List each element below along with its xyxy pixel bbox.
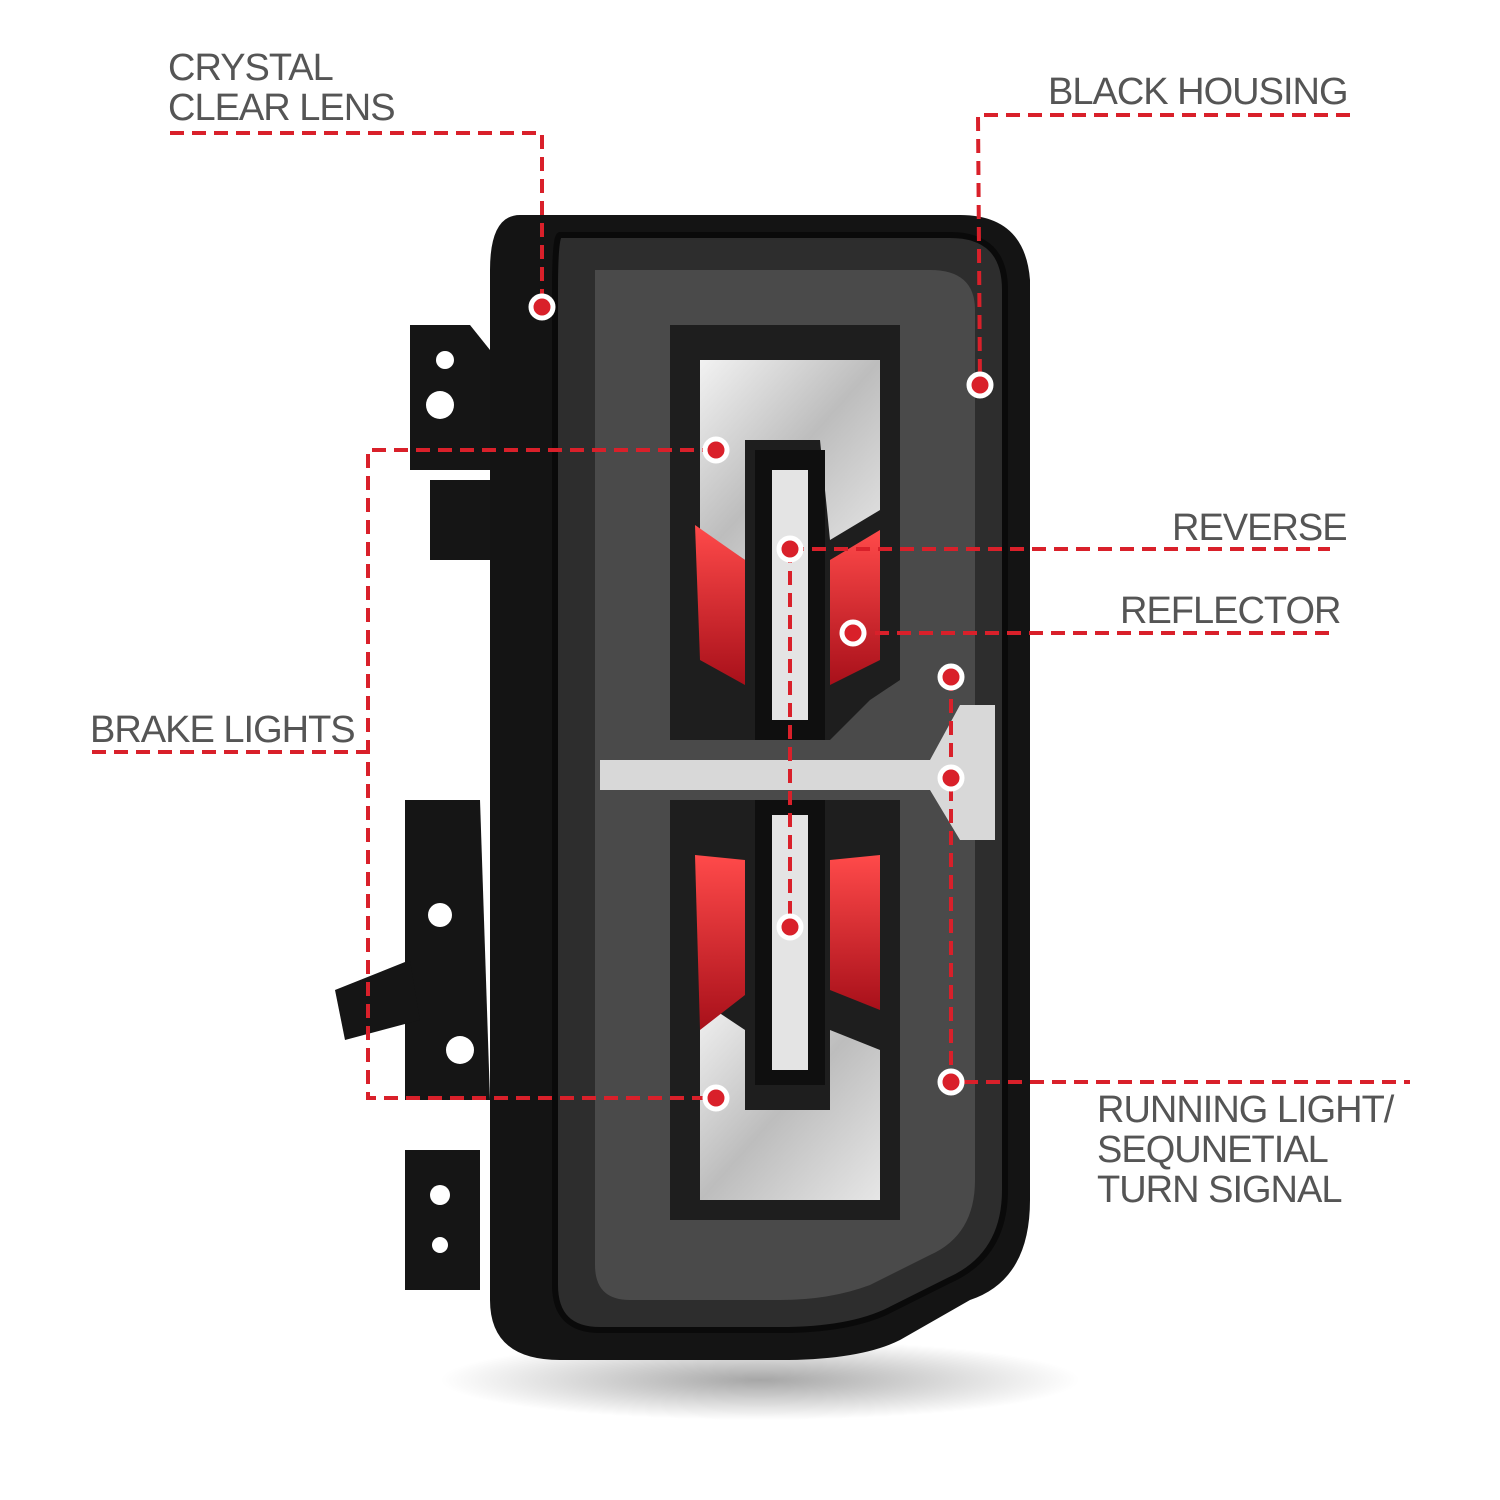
label-black-housing: BLACK HOUSING bbox=[1048, 71, 1349, 113]
callout-dots bbox=[528, 293, 994, 1112]
bracket-holes bbox=[426, 351, 474, 1253]
label-line: CRYSTAL bbox=[168, 47, 334, 89]
label-reflector: REFLECTOR bbox=[1120, 590, 1341, 632]
leader-crystal-clear-lens bbox=[170, 131, 544, 307]
label-brake-lights: BRAKE LIGHTS bbox=[90, 709, 356, 751]
label-running-light: RUNNING LIGHT/ SEQUNETIAL TURN SIGNAL bbox=[1097, 1089, 1394, 1211]
lower-reflector-right bbox=[830, 855, 880, 1010]
lower-reflector-left bbox=[695, 855, 745, 1030]
upper-reflector-right bbox=[830, 530, 880, 685]
upper-reflector-left bbox=[695, 525, 745, 685]
label-line: CLEAR LENS bbox=[168, 87, 396, 129]
running-light-bar bbox=[600, 705, 995, 840]
leader-brake-lights bbox=[366, 448, 716, 1100]
label-reverse: REVERSE bbox=[1172, 507, 1348, 549]
label-line: TURN SIGNAL bbox=[1097, 1169, 1342, 1211]
label-line: SEQUNETIAL bbox=[1097, 1129, 1329, 1171]
label-line: RUNNING LIGHT/ bbox=[1097, 1089, 1394, 1131]
label-crystal-clear-lens: CRYSTAL CLEAR LENS bbox=[168, 47, 396, 129]
mounting-brackets bbox=[335, 325, 500, 1290]
leader-black-housing bbox=[975, 113, 1350, 386]
